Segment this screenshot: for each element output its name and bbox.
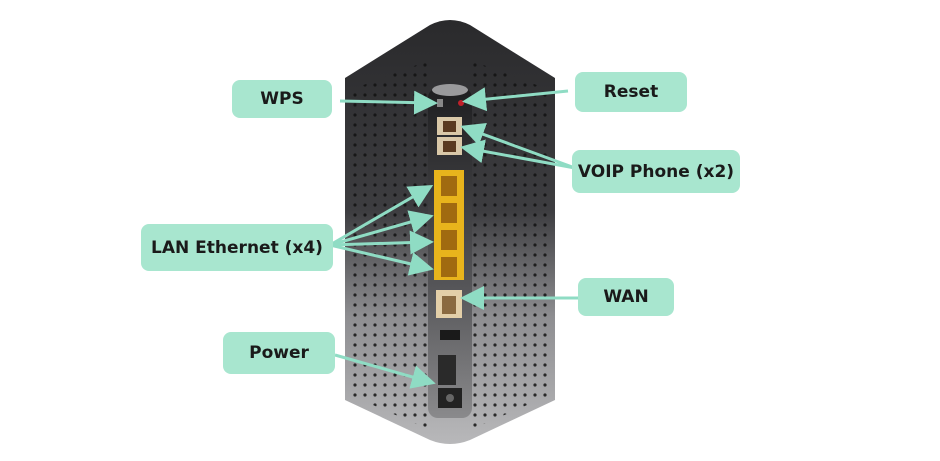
wps-arrow [339, 90, 438, 115]
router-right-face-holes [470, 60, 550, 430]
wps-label-text: WPS [260, 89, 304, 109]
lan-port-4 [441, 257, 457, 277]
wps-label: WPS [232, 80, 332, 118]
lan-label: LAN Ethernet (x4) [141, 224, 333, 271]
usb-port [440, 330, 460, 340]
wan-label-text: WAN [603, 287, 649, 307]
power-arrow [334, 353, 436, 389]
reset-button-shape [458, 100, 464, 106]
power-switch [438, 355, 456, 385]
power-label: Power [223, 332, 335, 374]
lan-arrow-3 [329, 230, 434, 255]
lan-arrow-4 [329, 243, 434, 276]
power-label-text: Power [249, 343, 309, 363]
lan-port-2 [441, 203, 457, 223]
reset-arrow [462, 87, 569, 112]
voip-label: VOIP Phone (x2) [572, 150, 740, 193]
lan-port-3 [441, 230, 457, 250]
lan-port-1 [441, 176, 457, 196]
panel-top-light [432, 84, 468, 96]
router-left-face-holes [350, 60, 430, 430]
wps-button-shape [437, 99, 443, 107]
voip-label-text: VOIP Phone (x2) [577, 161, 735, 182]
voip-arrow-1 [460, 122, 576, 170]
reset-label: Reset [575, 72, 687, 112]
lan-arrow-2 [329, 210, 434, 247]
lan-arrow-1 [329, 184, 434, 247]
wan-label: WAN [578, 278, 674, 316]
voip-arrow-2 [460, 139, 576, 170]
lan-label-text: LAN Ethernet (x4) [151, 237, 323, 258]
reset-label-text: Reset [603, 82, 659, 102]
